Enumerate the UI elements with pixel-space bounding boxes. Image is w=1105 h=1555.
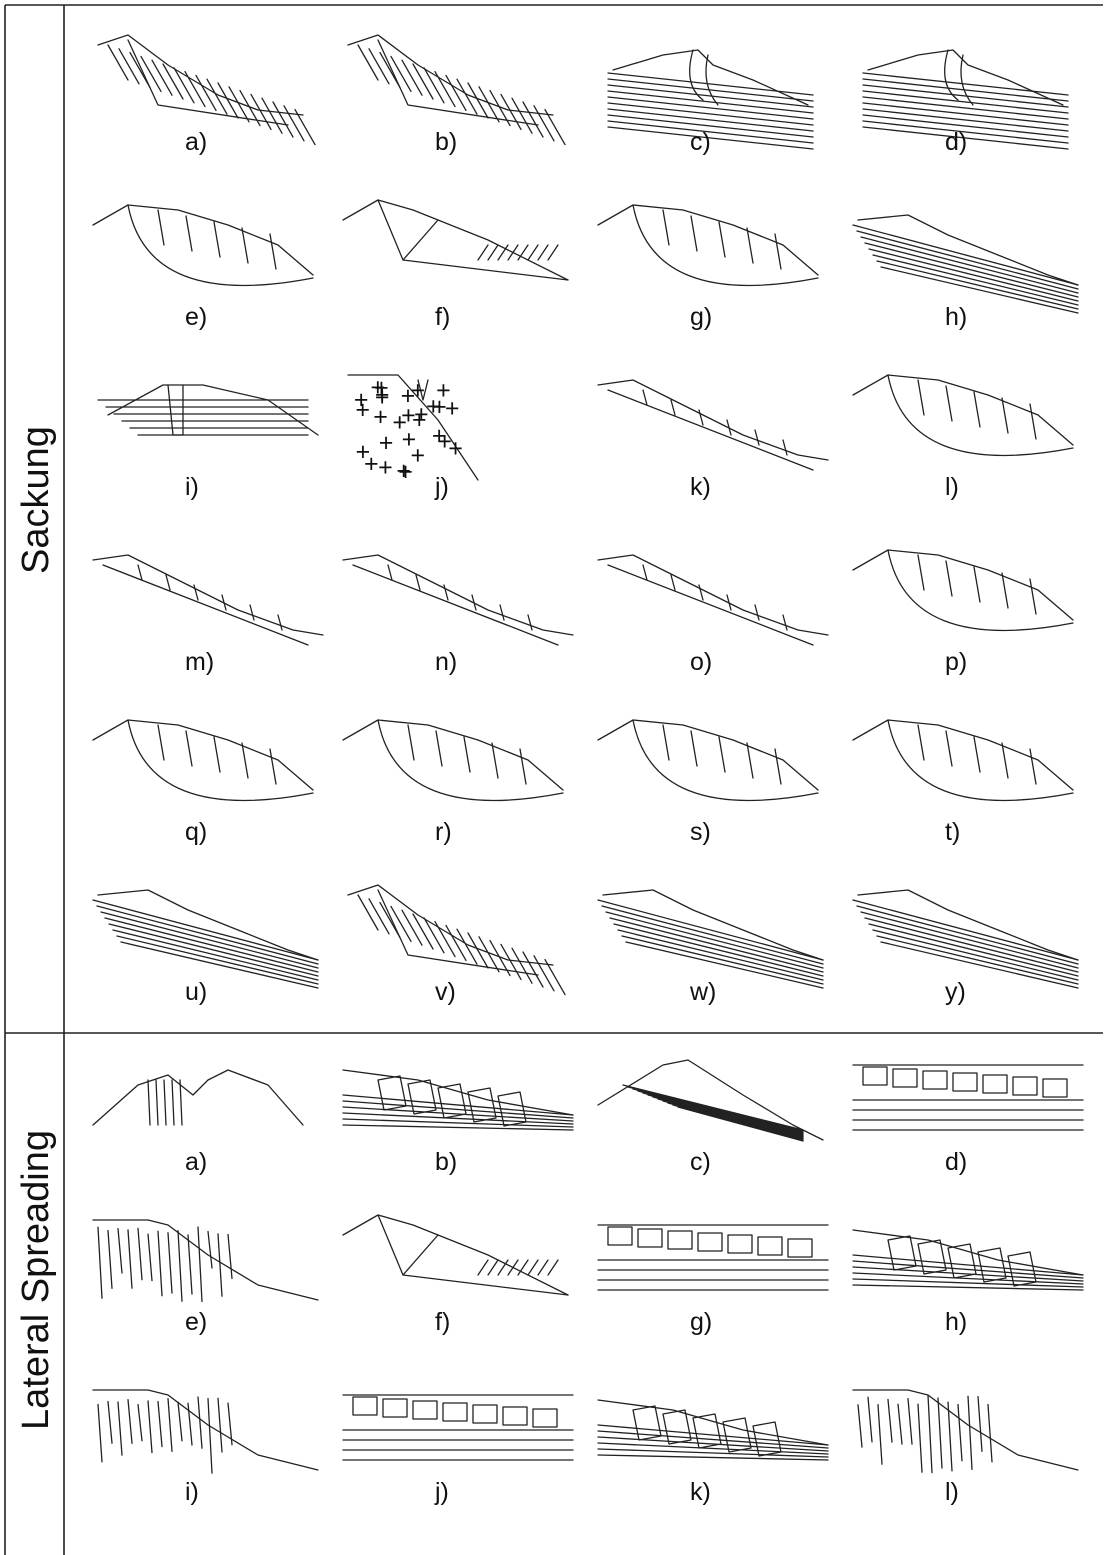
panel-c: c) xyxy=(598,1060,823,1176)
panel-label: g) xyxy=(690,1308,712,1336)
panel-b: b) xyxy=(343,1070,573,1176)
panel-label: y) xyxy=(945,978,966,1006)
plus-mark: + xyxy=(401,402,416,430)
panel-r: r) xyxy=(343,720,563,846)
panel-label: k) xyxy=(690,473,711,501)
panel-label: o) xyxy=(690,648,712,676)
panel-label: s) xyxy=(690,818,711,846)
section-title-sackung: Sackung xyxy=(15,426,57,574)
panel-h: h) xyxy=(853,1230,1083,1336)
panel-label: p) xyxy=(945,648,967,676)
panel-label: g) xyxy=(690,303,712,331)
panel-label: b) xyxy=(435,1148,457,1176)
panel-d: d) xyxy=(853,1065,1083,1176)
panel-a: a) xyxy=(98,35,315,156)
plus-mark: + xyxy=(378,454,393,482)
panel-label: e) xyxy=(185,303,207,331)
panel-l: l) xyxy=(853,375,1073,501)
panel-label: t) xyxy=(945,818,960,846)
panel-label: b) xyxy=(435,128,457,156)
panel-q: q) xyxy=(93,720,313,846)
panel-label: k) xyxy=(690,1478,711,1506)
plus-mark: + xyxy=(445,394,460,422)
panel-label: c) xyxy=(690,1148,711,1176)
plus-mark: + xyxy=(371,373,386,401)
panel-g: g) xyxy=(598,205,818,331)
panel-label: m) xyxy=(185,648,214,676)
panel-label: l) xyxy=(945,473,959,501)
panel-c: c) xyxy=(608,50,813,156)
panel-a: a) xyxy=(93,1070,303,1176)
panel-label: u) xyxy=(185,978,207,1006)
panel-j: j) xyxy=(343,1395,573,1506)
panel-label: d) xyxy=(945,128,967,156)
panel-label: n) xyxy=(435,648,457,676)
panel-y: y) xyxy=(853,890,1078,1006)
panel-label: a) xyxy=(185,1148,207,1176)
panel-label: f) xyxy=(435,1308,450,1336)
panel-f: f) xyxy=(343,200,568,331)
panel-i: i) xyxy=(98,385,318,501)
panel-label: q) xyxy=(185,818,207,846)
panel-label: j) xyxy=(434,473,449,501)
panel-n: n) xyxy=(343,555,573,676)
panel-label: e) xyxy=(185,1308,207,1336)
panel-l: l) xyxy=(853,1390,1078,1506)
panel-f: f) xyxy=(343,1215,568,1336)
panel-label: v) xyxy=(435,978,456,1006)
panel-k: k) xyxy=(598,1400,828,1506)
plus-mark: + xyxy=(355,396,370,424)
panel-label: h) xyxy=(945,1308,967,1336)
panel-s: s) xyxy=(598,720,818,846)
panel-label: i) xyxy=(185,473,199,501)
panel-label: a) xyxy=(185,128,207,156)
panel-t: t) xyxy=(853,720,1073,846)
panel-e: e) xyxy=(93,1220,318,1336)
plus-mark: + xyxy=(396,457,411,485)
panel-label: f) xyxy=(435,303,450,331)
panel-h: h) xyxy=(853,215,1078,331)
panel-b: b) xyxy=(348,35,565,156)
panel-o: o) xyxy=(598,555,828,676)
plus-mark: + xyxy=(411,442,426,470)
panel-label: j) xyxy=(434,1478,449,1506)
panel-i: i) xyxy=(93,1390,318,1506)
section-title-lateral-spreading: Lateral Spreading xyxy=(15,1130,57,1430)
sackung-panel-grid: a)b)c)d)e)f)g)h)i)++++++++++++++++++++++… xyxy=(93,35,1078,1006)
lateral-spreading-panel-grid: a) b) c) d) e) f) g) h) i) j) k) l) xyxy=(93,1060,1083,1506)
panel-g: g) xyxy=(598,1225,828,1336)
panel-e: e) xyxy=(93,205,313,331)
panel-label: h) xyxy=(945,303,967,331)
plus-mark: + xyxy=(426,392,441,420)
panel-d: d) xyxy=(863,50,1068,156)
panel-j: ++++++++++++++++++++++++++++j) xyxy=(348,373,478,501)
panel-k: k) xyxy=(598,380,828,501)
panel-label: w) xyxy=(689,978,716,1006)
panel-label: r) xyxy=(435,818,452,846)
panel-label: i) xyxy=(185,1478,199,1506)
panel-w: w) xyxy=(598,890,823,1006)
panel-m: m) xyxy=(93,555,323,676)
plus-mark: + xyxy=(437,428,452,456)
plus-mark: + xyxy=(364,450,379,478)
panel-p: p) xyxy=(853,550,1073,676)
panel-label: d) xyxy=(945,1148,967,1176)
panel-u: u) xyxy=(93,890,318,1006)
panel-v: v) xyxy=(348,885,565,1006)
panel-label: l) xyxy=(945,1478,959,1506)
panel-label: c) xyxy=(690,128,711,156)
